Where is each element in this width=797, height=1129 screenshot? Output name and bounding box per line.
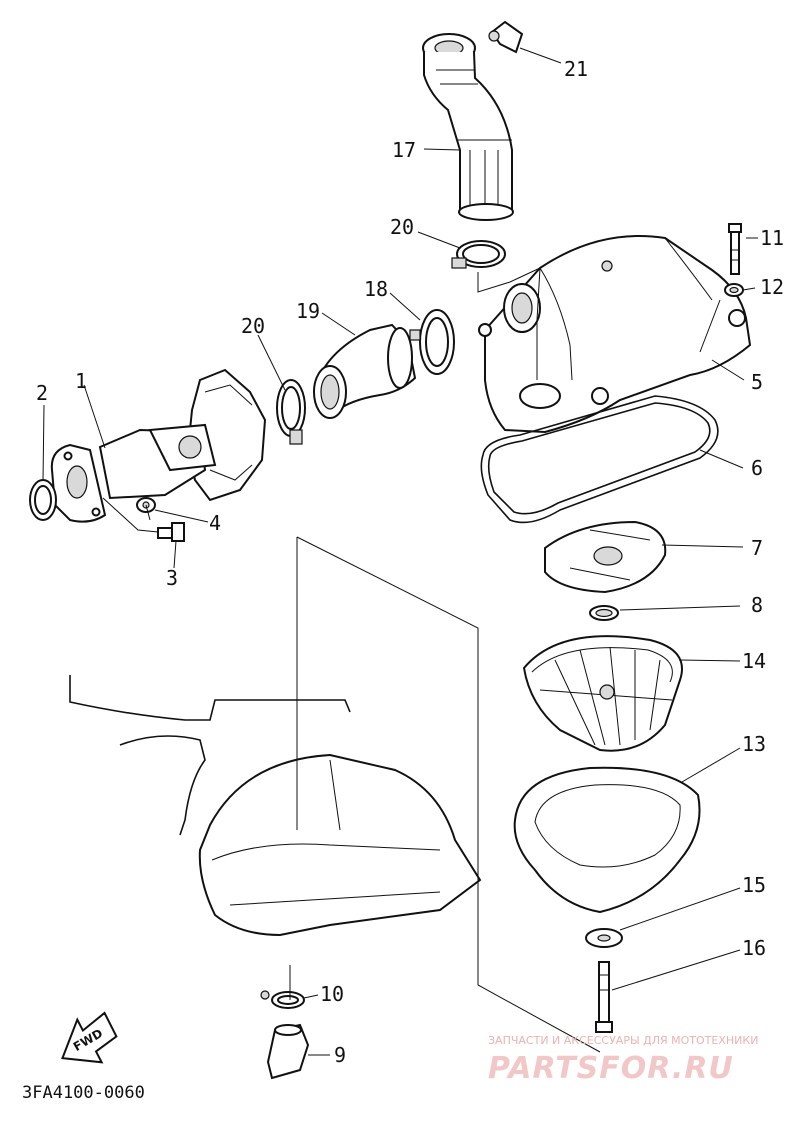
callout-2: 2 (36, 381, 48, 405)
watermark-logo: PARTSFOR.RU (488, 1051, 734, 1086)
part-10-clamp (260, 990, 305, 1009)
part-21-breather-cap (488, 20, 524, 54)
diagram-code: 3FA4100-0060 (22, 1083, 145, 1103)
part-7-element-guide (544, 520, 667, 594)
watermark-tagline: ЗАПЧАСТИ И АКСЕССУАРЫ ДЛЯ МОТОТЕХНИКИ (488, 1034, 758, 1047)
callout-21: 21 (564, 57, 588, 81)
callout-20-lower: 20 (241, 314, 265, 338)
callout-7: 7 (751, 536, 763, 560)
callout-16: 16 (742, 936, 766, 960)
part-12-washer (724, 283, 744, 297)
callout-1: 1 (75, 369, 87, 393)
part-17-intake-hose (422, 33, 514, 221)
part-15-washer (585, 928, 623, 948)
callout-11: 11 (760, 226, 784, 250)
callout-13: 13 (742, 732, 766, 756)
part-18-hose-clamp (409, 309, 455, 375)
callout-5: 5 (751, 370, 763, 394)
callout-14: 14 (742, 649, 766, 673)
part-1-carburetor-joint (50, 423, 217, 523)
fwd-arrow: FWD (61, 1011, 118, 1064)
callout-15: 15 (742, 873, 766, 897)
callout-leader-lines (42, 47, 758, 1056)
assembly-reference-lines (102, 267, 601, 1053)
callout-6: 6 (751, 456, 763, 480)
frame-reference (69, 675, 482, 937)
callout-18: 18 (364, 277, 388, 301)
part-16-bolt (595, 961, 613, 1033)
part-8-o-ring (589, 605, 619, 621)
part-19-joint (313, 323, 417, 419)
callout-labels: 21 17 20 18 19 20 1 2 4 3 11 12 5 6 7 8 … (36, 57, 784, 1067)
part-14-element-frame (522, 635, 683, 752)
part-20-upper-hose-clamp (451, 240, 506, 269)
callout-12: 12 (760, 275, 784, 299)
part-5-air-cleaner-case (478, 235, 752, 434)
part-9-drain-hose (266, 1023, 310, 1080)
callout-20-upper: 20 (390, 215, 414, 239)
part-3-bolt (157, 522, 185, 542)
part-2-o-ring (29, 479, 57, 521)
callout-9: 9 (334, 1043, 346, 1067)
callout-8: 8 (751, 593, 763, 617)
callout-17: 17 (392, 138, 416, 162)
part-6-case-gasket (480, 395, 719, 524)
watermark: ЗАПЧАСТИ И АКСЕССУАРЫ ДЛЯ МОТОТЕХНИКИ PA… (488, 1034, 758, 1086)
callout-19: 19 (296, 299, 320, 323)
callout-3: 3 (166, 566, 178, 590)
callout-10: 10 (320, 982, 344, 1006)
callout-4: 4 (209, 511, 221, 535)
part-20-lower-hose-clamp (276, 379, 306, 445)
part-13-air-filter-element (513, 766, 701, 914)
part-11-bolt (728, 223, 742, 275)
